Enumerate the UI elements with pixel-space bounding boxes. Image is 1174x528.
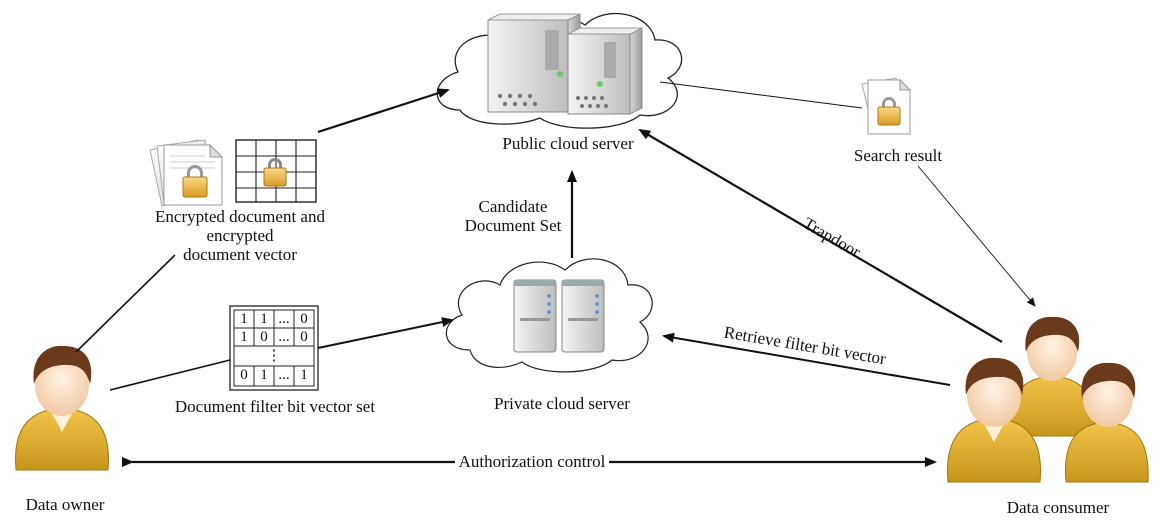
candidate-document-set-label: Candidate Document Set bbox=[448, 197, 578, 235]
bit-cell: ... bbox=[278, 367, 290, 383]
encrypted-document-icon bbox=[149, 139, 224, 207]
authorization-control-text: Authorization control bbox=[454, 452, 610, 471]
edge-retrieve-filter bbox=[662, 332, 951, 386]
candidate-label-line-1: Candidate bbox=[478, 197, 548, 216]
public-cloud-label: Public cloud server bbox=[502, 134, 634, 153]
bit-cell: 0 bbox=[240, 367, 248, 383]
data-consumer-group-icon bbox=[946, 316, 1149, 483]
bit-cell: 1 bbox=[240, 329, 248, 345]
bit-cell: 1 bbox=[260, 367, 268, 383]
bit-matrix-vdots: ⋮ bbox=[266, 348, 282, 364]
edge-filter-set-to-private-cloud bbox=[317, 317, 454, 349]
encrypted-document-label-line-1: Encrypted document and bbox=[155, 207, 325, 226]
public-server-icon bbox=[487, 13, 643, 115]
edge-trapdoor bbox=[638, 128, 1003, 343]
bit-cell: 1 bbox=[260, 311, 268, 327]
edge-owner-to-filter-set bbox=[109, 359, 231, 391]
data-owner-person-icon bbox=[14, 345, 110, 471]
private-server-icon bbox=[513, 279, 605, 353]
data-owner-label: Data owner bbox=[25, 495, 105, 514]
edge-public-to-search-result bbox=[659, 81, 863, 109]
encrypted-document-label: Encrypted document and encrypted documen… bbox=[130, 207, 350, 264]
edge-docs-to-public-cloud bbox=[317, 88, 450, 134]
encrypted-document-label-line-3: document vector bbox=[183, 245, 297, 264]
filter-bit-matrix-frame bbox=[229, 305, 319, 391]
bit-cell: 0 bbox=[260, 329, 268, 345]
bit-cell: 1 bbox=[300, 367, 308, 383]
bit-cell: ... bbox=[278, 329, 290, 345]
bit-cell: 1 bbox=[240, 311, 248, 327]
authorization-control-label: Authorization control bbox=[434, 452, 630, 471]
data-consumer-label: Data consumer bbox=[1006, 498, 1110, 517]
bit-cell: ... bbox=[278, 311, 290, 327]
edge-search-result-to-consumer bbox=[917, 165, 1036, 307]
candidate-label-line-2: Document Set bbox=[464, 216, 562, 235]
bit-cell: 0 bbox=[300, 329, 308, 345]
private-cloud-label: Private cloud server bbox=[494, 394, 630, 413]
encrypted-document-label-line-2: encrypted bbox=[206, 226, 274, 245]
search-result-document-icon bbox=[861, 77, 912, 135]
filter-set-label: Document filter bit vector set bbox=[174, 397, 376, 416]
search-result-label: Search result bbox=[853, 146, 943, 165]
bit-cell: 0 bbox=[300, 311, 308, 327]
edge-owner-to-encrypted-docs bbox=[75, 254, 176, 353]
encrypted-vector-table-icon bbox=[235, 139, 317, 203]
